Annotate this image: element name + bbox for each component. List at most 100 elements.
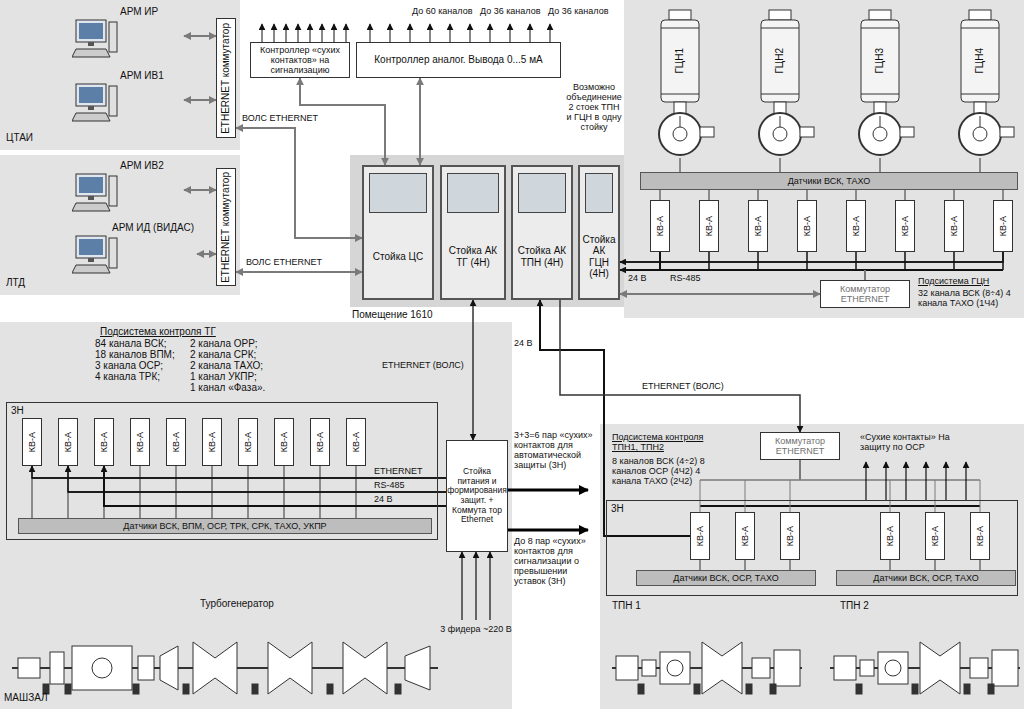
label-text: КВ-А: [27, 432, 37, 452]
wire: [709, 190, 710, 200]
edge-label: 24 В: [512, 338, 535, 348]
label-text: Стойка АК ТПН (4Н): [515, 245, 569, 267]
label-text: ЛТД: [6, 277, 66, 288]
note-label: 2 канала ТАХО;: [190, 360, 263, 371]
label-text: КВ-А: [351, 432, 361, 452]
wire: [890, 480, 891, 512]
edge-label: ETHERNET: [372, 466, 425, 476]
workstation: АРМ ИР: [72, 6, 184, 66]
pump-drawing: [945, 8, 1015, 158]
kva-module: КВ-А: [202, 418, 222, 466]
label-holder: 24 В: [372, 494, 395, 504]
power-cabinet: Стойка питания и формирования защит. + К…: [446, 440, 508, 552]
panel-fill: [0, 0, 240, 150]
pump-drawing: [745, 8, 815, 158]
wire: [953, 252, 955, 270]
workstation: АРМ ИД (ВИДАС): [72, 222, 197, 282]
note-label: 3+3=6 пар «сухих» контактов для автомати…: [514, 430, 598, 470]
cabinet-rack: Стойка АК ТПН (4Н): [511, 165, 573, 300]
note-label: ТПН 1: [612, 600, 641, 611]
label-text: КВ-А: [949, 216, 959, 236]
note-label: 84 канала ВСК;: [95, 338, 166, 349]
connector: [236, 271, 362, 273]
connector: [184, 99, 216, 101]
label-text: ГЦН3: [874, 48, 885, 74]
ethernet-switch: Коммутатор ETHERNET: [820, 280, 910, 308]
bus-line: [799, 460, 801, 480]
text-holder: ГЦН3: [861, 30, 899, 92]
text-holder: Подсистема ГЦН: [918, 276, 1022, 286]
kva-module: КВ-А: [970, 512, 990, 560]
wire: [954, 190, 955, 200]
ethernet-switch: ETHERNET коммутатор: [216, 18, 236, 138]
text-holder: Подсистема контроля ТПН1, ТПН2: [612, 432, 712, 452]
label-text: АРМ ИД (ВИДАС): [112, 222, 194, 233]
label-text: КВ-А: [315, 432, 325, 452]
wire: [660, 190, 661, 200]
contact-arrow: [905, 462, 906, 500]
computer-icon: [72, 18, 118, 60]
contact-arrow: [885, 462, 886, 500]
sensor-band: Датчики ВСК, ОСР, ТАХО: [636, 570, 816, 586]
kva-module: КВ-А: [748, 200, 768, 252]
note-label: 1 канал УКПР;: [190, 371, 257, 382]
note-label: 3 фидера ~220 В: [440, 624, 512, 634]
contact-arrow: [965, 462, 966, 500]
note-label: 2 канала СРК;: [190, 349, 256, 360]
label-holder: Турбогенератор: [200, 598, 274, 609]
label-holder: 84 канала ВСК;: [95, 338, 166, 349]
wire: [855, 252, 857, 270]
connector: [620, 293, 820, 295]
label-text: КВ-А: [930, 526, 940, 546]
note-label: 18 каналов ВПМ;: [95, 349, 175, 360]
text-holder: АРМ ИР: [120, 6, 158, 17]
output-arrow: [508, 489, 588, 492]
label-text: ETHERNET коммутатор: [220, 172, 231, 283]
label-text: КВ-А: [900, 216, 910, 236]
label-text: 3Н: [611, 503, 635, 514]
label-text: КВ-А: [63, 432, 73, 452]
pump-symbol: ГЦН1: [645, 8, 715, 158]
text-holder: 32 канала ВСК (8÷4) 4 канала ТАХО (1Ч4): [918, 288, 1022, 308]
bus-line: [700, 479, 980, 481]
note-label: 4 канала ТРК;: [95, 371, 160, 382]
wire: [790, 560, 791, 570]
connector: [472, 300, 474, 440]
connector: [620, 252, 1003, 262]
kva-module: КВ-А: [346, 418, 366, 466]
label-text: Подсистема контроля ТПН1, ТПН2: [612, 432, 712, 452]
label-holder: RS-485: [372, 480, 407, 490]
output-arrow: [470, 24, 471, 42]
text-holder: АРМ ИВ1: [120, 70, 164, 81]
label-holder: 3 фидера ~220 В: [440, 624, 512, 634]
kva-module: КВ-А: [944, 200, 964, 252]
label-holder: 18 каналов ВПМ;: [95, 349, 175, 360]
wire: [856, 190, 857, 200]
connector: [560, 300, 800, 432]
note-label: Турбогенератор: [200, 598, 274, 609]
wire: [780, 158, 781, 172]
label-text: Датчики ВСК, ВПМ, ОСР, ТРК, СРК, ТАХО, У…: [123, 521, 326, 531]
label-holder: 1 канал УКПР;: [190, 371, 257, 382]
wire: [700, 480, 701, 512]
note-label: До 36 каналов: [480, 6, 540, 16]
output-arrow: [430, 24, 431, 42]
output-arrow: [490, 24, 491, 42]
wire: [757, 252, 759, 270]
workstation: АРМ ИВ2: [72, 160, 184, 216]
connector: [419, 78, 421, 165]
edge-label: 24 В: [626, 273, 649, 283]
wire: [745, 560, 746, 570]
label-text: Стойка питания и формирования защит. + К…: [447, 467, 507, 524]
wire: [980, 480, 981, 512]
kva-module: КВ-А: [846, 200, 866, 252]
kva-module: КВ-А: [993, 200, 1013, 252]
text-holder: ЛТД: [6, 277, 66, 288]
kva-module: КВ-А: [58, 418, 78, 466]
note-label: До 8 пар «сухих» контактов для сигнализа…: [514, 536, 598, 586]
computer-icon: [72, 234, 118, 276]
label-text: КВ-А: [885, 526, 895, 546]
text-holder: АРМ ИД (ВИДАС): [112, 222, 194, 233]
label-text: АРМ ИВ1: [120, 70, 164, 81]
edge-label: RS-485: [668, 273, 703, 283]
